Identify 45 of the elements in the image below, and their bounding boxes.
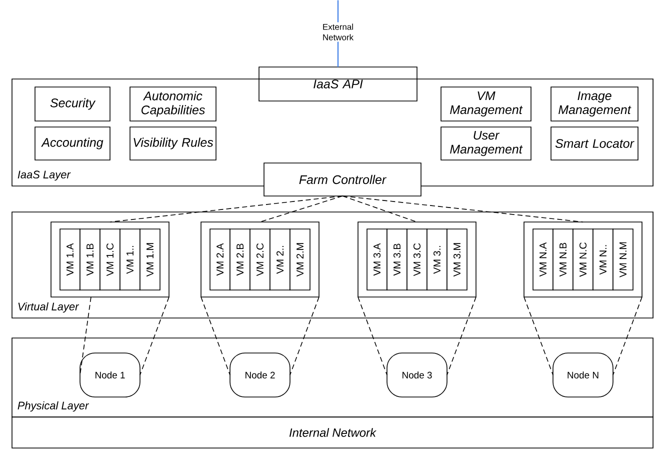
component-box: VM Management <box>440 86 532 122</box>
network-label: External Network <box>323 24 354 40</box>
vm-slot: VM 2.C <box>250 228 270 290</box>
dashed-connector <box>80 296 92 376</box>
vm-slot: VM 1.C <box>100 228 120 290</box>
vm-slot: VM 1.M <box>140 228 160 290</box>
component-box: Visibility Rules <box>130 126 216 160</box>
vm-slot: VM N.C <box>572 228 594 290</box>
vm-slot: VM 3.C <box>406 228 428 290</box>
dashed-connector <box>140 296 170 376</box>
vm-slot: VM N.B <box>552 228 574 290</box>
component-box: Farm Controller <box>264 162 422 196</box>
network-band: Internal Network <box>12 416 654 448</box>
vm-slot: VM 1.. <box>120 228 140 290</box>
vm-slot: VM 2.M <box>290 228 310 290</box>
dashed-connector <box>358 296 388 376</box>
dashed-connector <box>110 196 343 222</box>
vm-slot: VM 3.B <box>386 228 408 290</box>
vm-slot: VM 2.B <box>230 228 250 290</box>
network-line <box>337 0 339 22</box>
vm-slot: VM N.. <box>592 228 614 290</box>
component-box: IaaS API <box>258 66 418 102</box>
component-box: Autonomic Capabilities <box>130 86 216 122</box>
vm-slot: VM N.M <box>612 228 634 290</box>
component-box: Accounting <box>34 126 110 160</box>
network-line <box>337 42 339 67</box>
component-box: Smart Locator <box>550 126 638 160</box>
dashed-connector <box>290 296 320 376</box>
vm-slot: VM 3.M <box>446 228 468 290</box>
dashed-connector <box>342 196 584 222</box>
component-box: Security <box>34 86 110 122</box>
dashed-connector <box>260 196 343 222</box>
vm-slot: VM 3.. <box>426 228 448 290</box>
vm-slot: VM 3.A <box>366 228 388 290</box>
component-box: Image Management <box>550 86 638 122</box>
dashed-connector <box>524 296 554 376</box>
vm-slot: VM 2.A <box>210 228 230 290</box>
dashed-connector <box>200 296 230 376</box>
component-box: User Management <box>440 126 532 160</box>
vm-slot: VM 1.B <box>80 228 100 290</box>
vm-slot: VM 2.. <box>270 228 290 290</box>
dashed-connector <box>342 196 418 222</box>
vm-slot: VM 1.A <box>60 228 80 290</box>
dashed-connector <box>446 296 476 376</box>
vm-slot: VM N.A <box>532 228 554 290</box>
